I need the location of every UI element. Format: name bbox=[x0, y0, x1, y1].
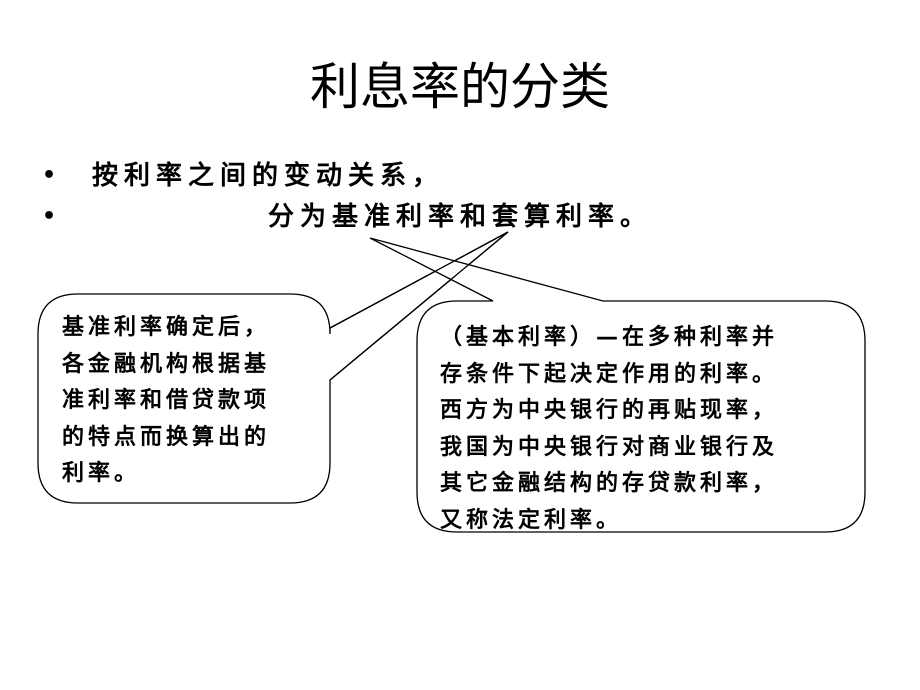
callout-line: 准利率和借贷款项 bbox=[62, 388, 271, 413]
callout-line: 又称法定利率。 bbox=[440, 507, 623, 533]
right-callout-text: （基本利率）—在多种利率并 存条件下起决定作用的利率。 西方为中央银行的再贴现率… bbox=[440, 320, 860, 539]
bullet-marker: • bbox=[42, 163, 63, 188]
callout-line: 利率。 bbox=[62, 461, 141, 486]
callout-line: （基本利率）—在多种利率并 bbox=[440, 325, 779, 350]
callout-line: 西方为中央银行的再贴现率， bbox=[440, 398, 779, 423]
callout-line: 其它金融结构的存贷款利率， bbox=[440, 471, 779, 496]
callout-line: 存条件下起决定作用的利率。 bbox=[440, 361, 779, 387]
callout-line: 的特点而换算出的 bbox=[62, 424, 271, 450]
left-callout-bubble bbox=[37, 231, 509, 504]
callout-line: 各金融机构根据基 bbox=[62, 351, 271, 377]
slide-title: 利息率的分类 bbox=[310, 58, 610, 116]
right-callout-bubble bbox=[369, 237, 866, 533]
bullet-text: 分为基准利率和套算利率。 bbox=[268, 202, 653, 232]
callout-line: 基准利率确定后， bbox=[62, 315, 271, 340]
callout-line: 我国为中央银行对商业银行及 bbox=[440, 434, 779, 460]
left-callout-text: 基准利率确定后， 各金融机构根据基 准利率和借贷款项 的特点而换算出的 利率。 bbox=[62, 310, 322, 493]
bullet-text: 按利率之间的变动关系， bbox=[92, 161, 445, 191]
bullet-marker: • bbox=[42, 204, 63, 229]
